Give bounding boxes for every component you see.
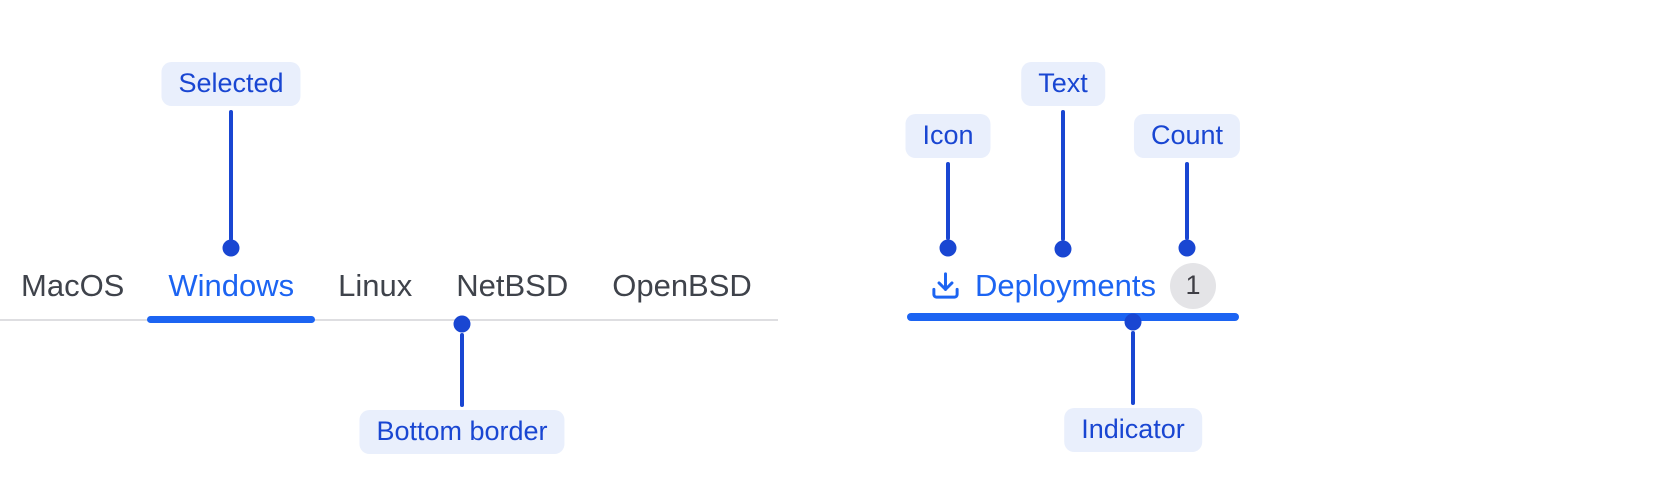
annotation-indicator-line [1131,331,1135,405]
annotation-selected-label: Selected [161,62,301,106]
annotation-bottom-border-line [460,333,464,407]
tab-linux[interactable]: Linux [338,268,413,303]
annotation-count-dot [1178,239,1196,257]
download-icon [930,270,961,301]
tab-windows-selected[interactable]: Windows [147,268,315,323]
active-tab-indicator [907,313,1239,321]
annotation-selected-dot [222,239,240,257]
deployments-tab-label: Deployments [975,267,1156,303]
annotation-selected-line [229,110,233,241]
deployments-tab[interactable]: Deployments 1 [907,262,1239,321]
annotation-bottom-border-label: Bottom border [359,410,565,454]
annotation-bottom-border-dot [453,315,471,333]
tab-openbsd[interactable]: OpenBSD [612,268,752,303]
os-tab-bar: MacOS Windows Linux NetBSD OpenBSD [0,262,778,323]
tab-netbsd[interactable]: NetBSD [456,268,569,303]
count-badge: 1 [1169,262,1216,309]
annotation-count-label: Count [1133,114,1241,158]
annotation-indicator-dot [1124,313,1142,331]
annotation-icon-dot [939,239,957,257]
annotation-text-line [1061,110,1065,241]
annotation-count-line [1185,162,1189,240]
annotation-icon-label: Icon [905,114,991,158]
annotation-icon-line [946,162,950,240]
annotation-text-label: Text [1021,62,1105,106]
annotation-text-dot [1054,240,1072,258]
tab-macos[interactable]: MacOS [21,268,125,303]
annotation-indicator-label: Indicator [1064,408,1202,452]
